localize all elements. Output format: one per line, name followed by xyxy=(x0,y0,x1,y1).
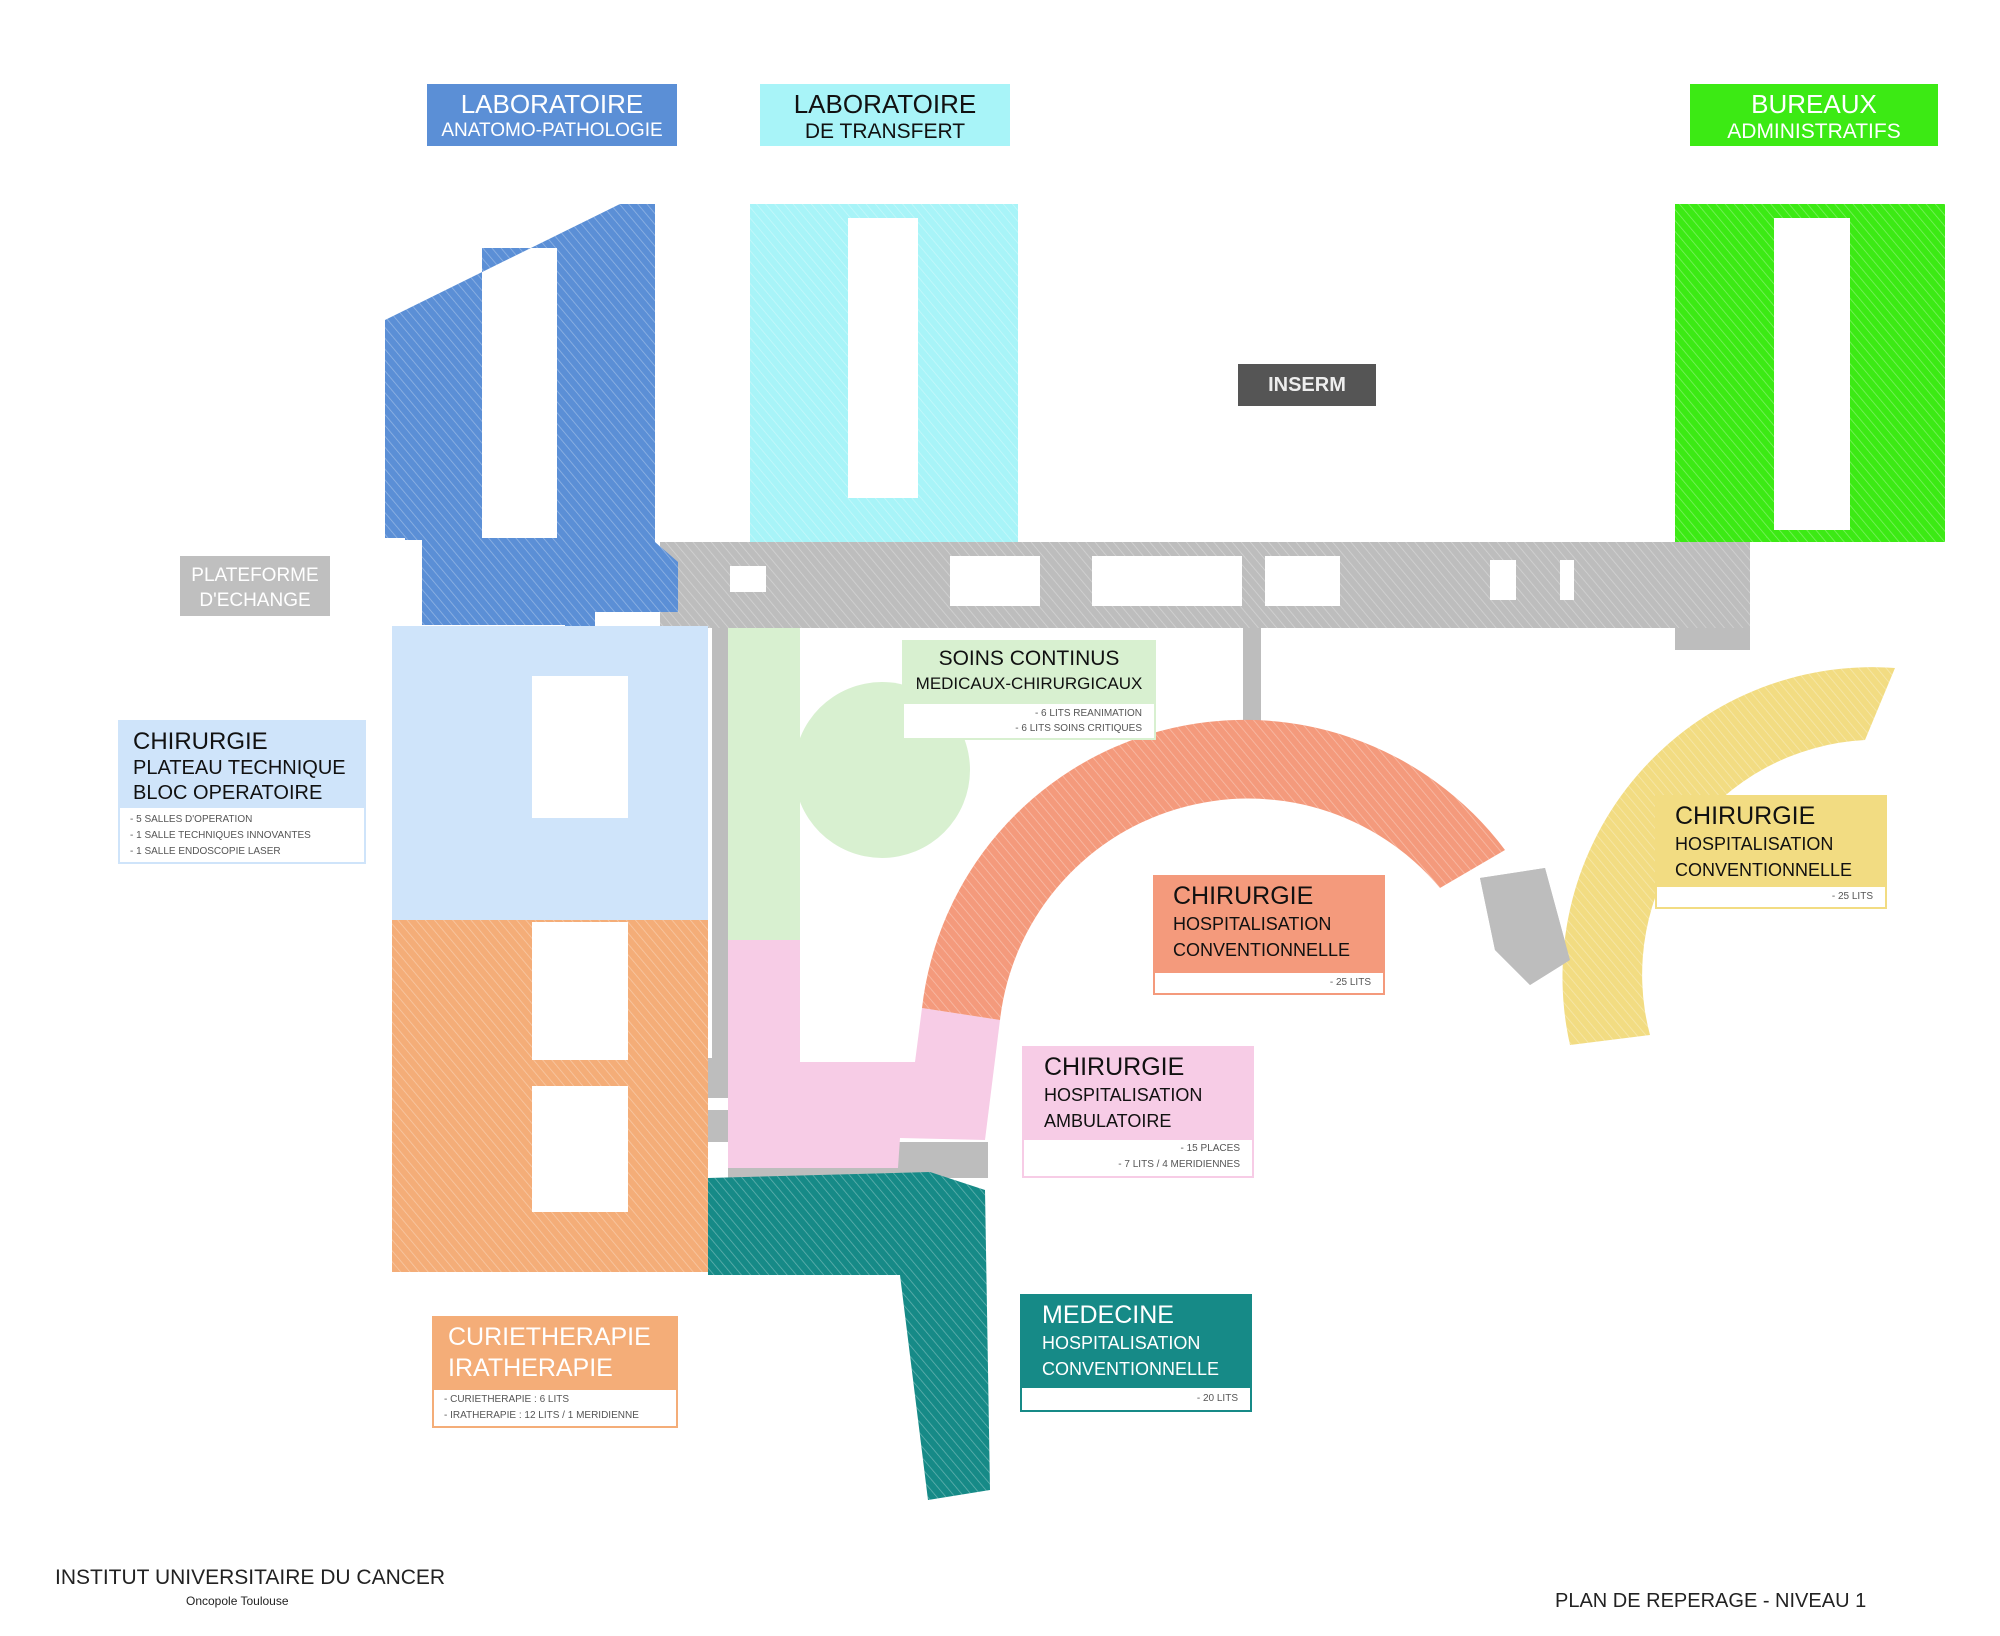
zone-medecine xyxy=(708,1172,990,1500)
plateforme-line1: PLATEFORME xyxy=(191,565,319,586)
zone-ambulatoire xyxy=(728,940,1000,1168)
zone-bloc-operatoire xyxy=(392,626,708,920)
label-soins: SOINS CONTINUS MEDICAUX-CHIRURGICAUX xyxy=(902,640,1156,702)
chir-yellow-line2: HOSPITALISATION xyxy=(1675,834,1834,854)
label-chir-orange: CHIRURGIE HOSPITALISATION CONVENTIONNELL… xyxy=(1153,875,1385,971)
label-lab-anapath: LABORATOIRE ANATOMO-PATHOLOGIE xyxy=(427,84,677,146)
lab-transfert-subtitle: DE TRANSFERT xyxy=(804,119,966,143)
soins-details: - 6 LITS REANIMATION - 6 LITS SOINS CRIT… xyxy=(902,702,1156,740)
bloc-line3: BLOC OPERATOIRE xyxy=(133,782,323,804)
medecine-title: MEDECINE xyxy=(1042,1301,1174,1329)
chir-yellow-title: CHIRURGIE xyxy=(1675,802,1816,830)
amb-line2: HOSPITALISATION xyxy=(1044,1085,1203,1105)
detail-line: - 25 LITS xyxy=(1329,977,1371,988)
bureaux-subtitle: ADMINISTRATIFS xyxy=(1727,119,1901,143)
chir-yellow-line3: CONVENTIONNELLE xyxy=(1675,860,1853,880)
label-lab-transfert: LABORATOIRE DE TRANSFERT xyxy=(760,84,1010,146)
detail-line: - CURIETHERAPIE : 6 LITS xyxy=(444,1394,570,1405)
label-chir-yellow: CHIRURGIE HOSPITALISATION CONVENTIONNELL… xyxy=(1655,795,1887,885)
inserm-title: INSERM xyxy=(1268,374,1346,396)
lab-anapath-title: LABORATOIRE xyxy=(460,89,644,119)
chir-orange-line3: CONVENTIONNELLE xyxy=(1173,940,1351,960)
plan-title: PLAN DE REPERAGE - NIVEAU 1 xyxy=(1555,1590,1867,1612)
medecine-details: - 20 LITS xyxy=(1020,1386,1252,1412)
soins-title: SOINS CONTINUS xyxy=(938,647,1120,670)
lab-anapath-subtitle: ANATOMO-PATHOLOGIE xyxy=(441,119,663,141)
detail-line: - 5 SALLES D'OPERATION xyxy=(130,814,253,825)
zone-bureaux xyxy=(1675,204,1945,542)
soins-line2: MEDICAUX-CHIRURGICAUX xyxy=(915,674,1143,693)
bloc-line2: PLATEAU TECHNIQUE xyxy=(133,757,346,779)
bloc-title: CHIRURGIE xyxy=(133,728,268,755)
label-bureaux: BUREAUX ADMINISTRATIFS xyxy=(1690,84,1938,146)
detail-line: - 15 PLACES xyxy=(1180,1143,1240,1154)
chir-orange-title: CHIRURGIE xyxy=(1173,882,1314,910)
detail-line: - IRATHERAPIE : 12 LITS / 1 MERIDIENNE xyxy=(444,1410,639,1421)
amb-line3: AMBULATOIRE xyxy=(1044,1111,1172,1131)
detail-line: - 7 LITS / 4 MERIDIENNES xyxy=(1118,1159,1240,1170)
medecine-line2: HOSPITALISATION xyxy=(1042,1333,1201,1353)
label-ambulatoire: CHIRURGIE HOSPITALISATION AMBULATOIRE xyxy=(1022,1046,1254,1138)
detail-line: - 1 SALLE ENDOSCOPIE LASER xyxy=(130,846,281,857)
detail-line: - 25 LITS xyxy=(1831,891,1873,902)
zone-lab-anapath xyxy=(385,204,678,660)
chir-orange-line2: HOSPITALISATION xyxy=(1173,914,1332,934)
curie-line2: IRATHERAPIE xyxy=(448,1354,613,1382)
zone-chirurgie-orange xyxy=(922,719,1505,1020)
zone-curietherapie xyxy=(392,920,708,1272)
chir-orange-details: - 25 LITS xyxy=(1153,971,1385,995)
zone-chirurgie-yellow xyxy=(1480,667,1895,1045)
curie-details: - CURIETHERAPIE : 6 LITS - IRATHERAPIE :… xyxy=(432,1388,678,1428)
plateforme-line2: D'ECHANGE xyxy=(199,590,311,611)
medecine-line3: CONVENTIONNELLE xyxy=(1042,1359,1220,1379)
label-medecine: MEDECINE HOSPITALISATION CONVENTIONNELLE xyxy=(1020,1294,1252,1386)
bloc-details: - 5 SALLES D'OPERATION - 1 SALLE TECHNIQ… xyxy=(118,806,366,864)
detail-line: - 1 SALLE TECHNIQUES INNOVANTES xyxy=(130,830,311,841)
label-bloc: CHIRURGIE PLATEAU TECHNIQUE BLOC OPERATO… xyxy=(118,720,366,806)
chir-yellow-details: - 25 LITS xyxy=(1655,885,1887,909)
label-inserm: INSERM xyxy=(1238,364,1376,406)
amb-title: CHIRURGIE xyxy=(1044,1053,1185,1081)
institute-name: INSTITUT UNIVERSITAIRE DU CANCER xyxy=(55,1566,446,1589)
detail-line: - 6 LITS SOINS CRITIQUES xyxy=(1015,723,1142,734)
amb-details: - 15 PLACES - 7 LITS / 4 MERIDIENNES xyxy=(1022,1138,1254,1178)
lab-transfert-title: LABORATOIRE xyxy=(793,89,977,119)
detail-line: - 20 LITS xyxy=(1196,1393,1238,1404)
label-plateforme: PLATEFORME D'ECHANGE xyxy=(180,556,330,616)
bureaux-title: BUREAUX xyxy=(1751,89,1877,119)
institute-subtitle: Oncopole Toulouse xyxy=(186,1594,289,1608)
label-curie: CURIETHERAPIE IRATHERAPIE xyxy=(432,1316,678,1388)
curie-title: CURIETHERAPIE xyxy=(448,1323,651,1351)
zone-lab-transfert xyxy=(750,204,1018,542)
detail-line: - 6 LITS REANIMATION xyxy=(1034,708,1142,719)
